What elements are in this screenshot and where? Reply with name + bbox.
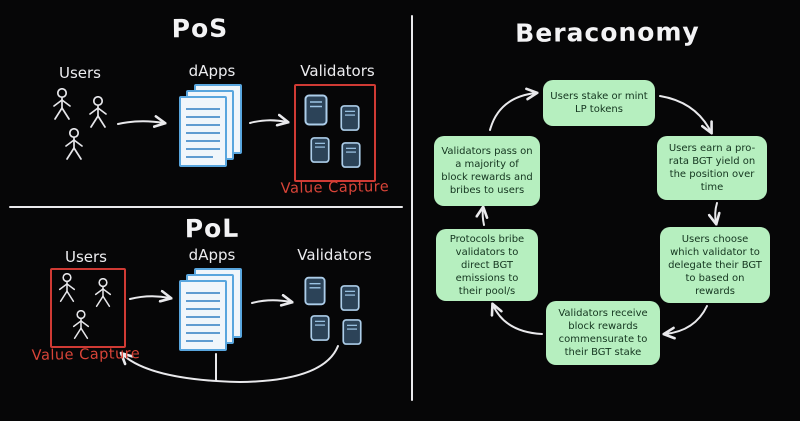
pos-value-capture-label: Value Capture [280,179,390,197]
documents-icon [179,268,242,351]
arrow-stake-to-earn [659,95,711,132]
pos-validators-label: Validators [300,62,375,80]
pos-dapps-label: dApps [188,62,236,80]
pol-validators-label: Validators [297,246,372,264]
validator-server-icon [340,285,360,311]
pol-value-capture-box [50,268,126,348]
validator-server-icon [310,315,330,341]
stick-figure-icon [58,273,76,303]
validator-server-icon [340,105,360,131]
arrow-choose-to-receive [665,305,708,334]
pol-validators-group [296,272,374,350]
stick-figure-icon [53,88,71,120]
arrow-pos-dapps-to-validators [249,120,287,123]
arrow-pol-dapps-to-validators [251,300,291,303]
arrow-pass-to-stake [489,93,536,131]
node-protocols-bribe: Protocols bribe validators to direct BGT… [436,229,538,301]
pol-title: PoL [184,213,240,244]
node-validators-receive: Validators receive block rewards commens… [546,301,660,365]
validator-server-icon [341,142,361,168]
arrow-receive-to-bribe [493,305,543,335]
pol-users-label: Users [64,248,107,266]
node-validators-pass: Validators pass on a majority of block r… [434,136,540,206]
pol-dapps-label: dApps [188,246,236,264]
documents-icon [179,84,242,167]
stick-figure-icon [65,128,83,160]
stick-figure-icon [89,96,107,128]
beraconomy-title: Beraconomy [515,17,700,48]
pos-value-capture-box [294,84,376,182]
arrow-pol-users-to-dapps [129,296,170,299]
validator-server-icon [342,319,362,345]
arrow-bribe-to-pass [483,208,484,226]
node-users-stake: Users stake or mint LP tokens [543,80,655,126]
pos-users-label: Users [58,64,101,82]
arrow-earn-to-choose [715,202,717,223]
arrow-pos-users-to-dapps [117,121,164,124]
validator-server-icon [304,94,328,126]
node-users-choose: Users choose which validator to delegate… [660,227,770,303]
validator-server-icon [304,276,326,306]
pol-value-capture-label: Value Capture [31,346,141,364]
node-users-earn: Users earn a pro-rata BGT yield on the p… [657,136,767,200]
stick-figure-icon [94,278,112,308]
validator-server-icon [310,137,330,163]
pos-users-group [48,88,120,166]
pos-title: PoS [171,13,229,44]
stick-figure-icon [72,310,90,340]
